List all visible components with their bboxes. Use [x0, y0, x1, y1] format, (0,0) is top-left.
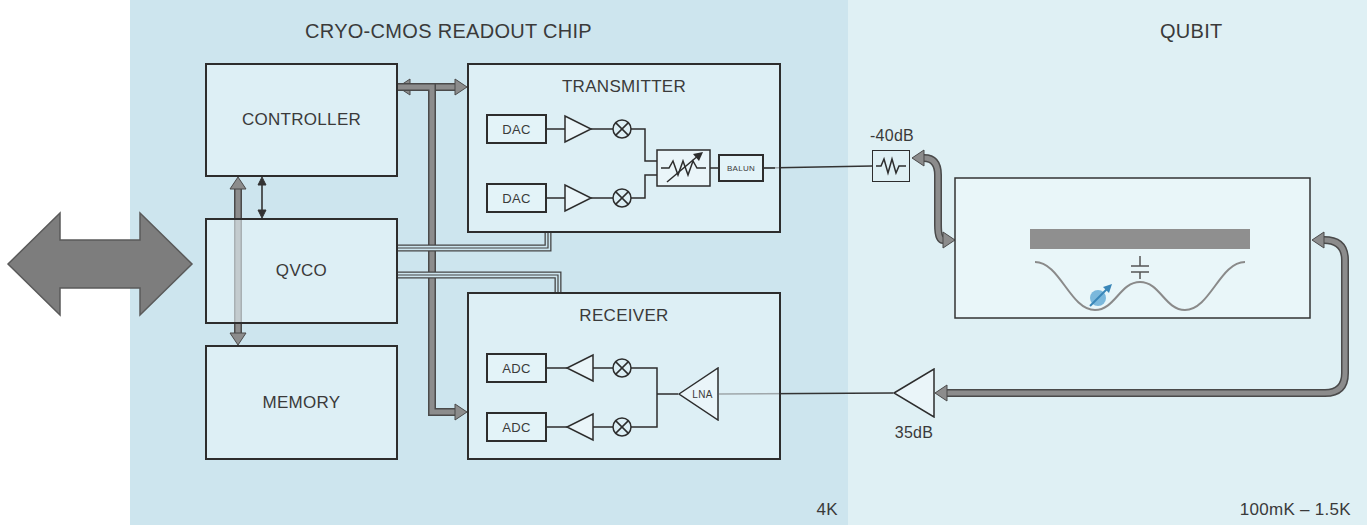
chip-ground: [130, 0, 848, 525]
amplifier-symbol: 35dB: [893, 368, 935, 418]
balun-block: BALUN: [718, 154, 764, 182]
block-label: QVCO: [276, 261, 327, 281]
readout-arrow: [935, 232, 1345, 401]
connector-path: [398, 275, 558, 292]
qubit-ground: [848, 0, 1367, 525]
lna-amplifier: LNA: [678, 367, 719, 421]
block-label: ADC: [502, 420, 530, 435]
block-label: -40dB: [849, 127, 935, 145]
region-title: QUBIT: [1160, 20, 1223, 43]
connector-path: [398, 275, 558, 292]
controller-block: CONTROLLER: [205, 63, 398, 177]
connector-path: [398, 233, 548, 248]
dac-block: DAC: [486, 183, 547, 213]
vco-block: QVCO: [205, 218, 398, 324]
connector-path: [261, 185, 263, 210]
amplifier-outline: [893, 368, 935, 418]
attenuator-symbol: -40dB: [872, 150, 910, 182]
block-label: DAC: [502, 122, 530, 137]
block-label: ADC: [502, 361, 530, 376]
triangle-shape: [894, 369, 934, 417]
receiver-block: RECEIVER ADC ADC LNA: [467, 292, 781, 460]
signal-wire: [398, 275, 558, 292]
chip-region: CRYO-CMOS READOUT CHIP 4K CONTROLLER QVCO ME…: [130, 0, 848, 525]
signal-wire: [398, 233, 548, 248]
connector-path: [398, 233, 548, 248]
block-label: 35dB: [869, 424, 959, 442]
adc-block: ADC: [486, 353, 547, 383]
connector-path: [398, 233, 548, 248]
temperature-label: 4K: [817, 500, 838, 520]
control-arrow: [262, 185, 263, 210]
io-arrow: [8, 213, 192, 315]
adc-block: ADC: [486, 412, 547, 442]
resistor-symbol: [876, 159, 906, 173]
block-label: TRANSMITTER: [469, 77, 779, 97]
drive-arrow: [912, 150, 955, 248]
block-label: MEMORY: [263, 393, 341, 413]
dac-block: DAC: [486, 114, 547, 144]
block-label: RECEIVER: [469, 306, 779, 326]
block-label: DAC: [502, 191, 530, 206]
qubit-region: QUBIT 100mK – 1.5K -40dB 35dB: [848, 0, 1367, 525]
temperature-label: 100mK – 1.5K: [1240, 500, 1351, 520]
region-title: CRYO-CMOS READOUT CHIP: [305, 20, 592, 43]
connector-path: [398, 275, 558, 292]
transmitter-block: TRANSMITTER DAC DAC BALUN: [467, 63, 781, 233]
triangle-shape: [679, 368, 718, 420]
qubit-device: [955, 178, 1310, 318]
memory-block: MEMORY: [205, 345, 398, 460]
block-label: LNA: [678, 389, 719, 400]
block-label: CONTROLLER: [242, 110, 361, 130]
block-label: BALUN: [727, 164, 755, 173]
